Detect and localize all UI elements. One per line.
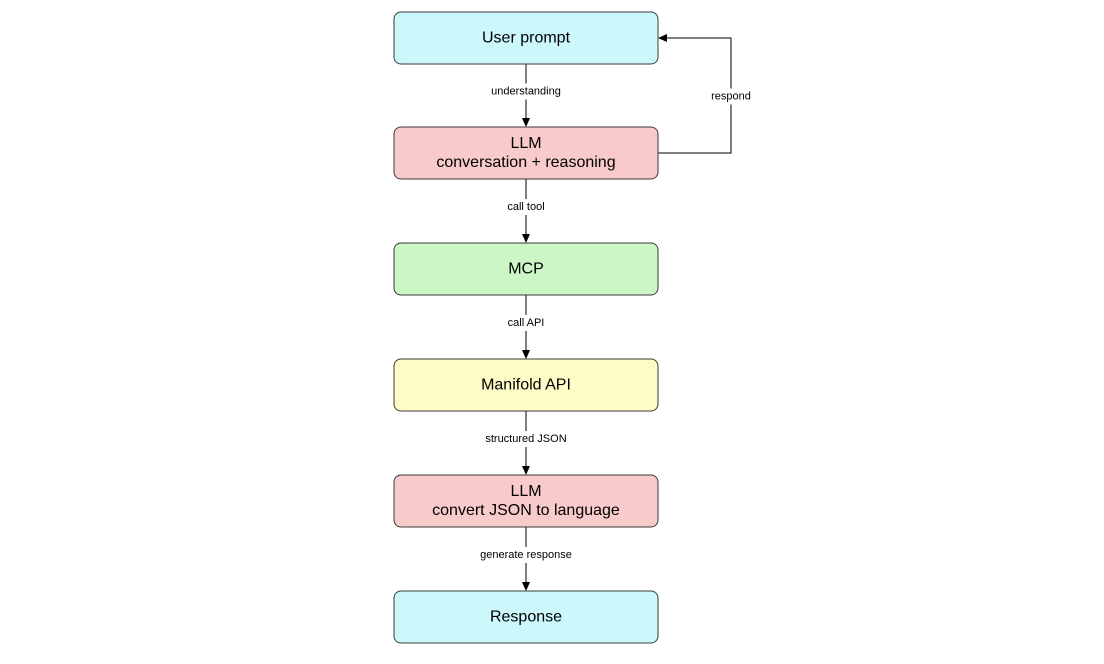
node-box-mcp [393, 242, 659, 296]
edge-llm-reasoning-to-mcp: call tool [495, 179, 557, 243]
arrowhead [522, 350, 530, 359]
node-label-llm-convert-0: LLM [510, 483, 541, 500]
node-label-llm-reasoning-1: conversation + reasoning [436, 154, 615, 171]
node-label-llm-convert-1: convert JSON to language [432, 502, 620, 519]
node-label-manifold-api-0: Manifold API [481, 377, 571, 394]
edge-label-bg [705, 88, 757, 105]
edge-manifold-api-to-llm-convert: structured JSON [477, 411, 575, 475]
edge-label-understanding: understanding [491, 86, 561, 98]
edge-label-generate-response: generate response [480, 549, 572, 561]
node-box-llm-reasoning [393, 126, 659, 180]
node-label-user-prompt-0: User prompt [482, 30, 571, 47]
node-label-mcp-0: MCP [508, 261, 544, 278]
node-label-llm-reasoning-0: LLM [510, 135, 541, 152]
node-box-response [393, 590, 659, 644]
node-response: Response [393, 590, 659, 644]
edge-label-call-tool: call tool [507, 201, 544, 213]
edge-label-bg [477, 431, 575, 447]
edge-mcp-to-manifold-api: call API [498, 295, 554, 359]
edges-layer: understanding call tool call API structured… [471, 34, 757, 591]
arrowhead [522, 582, 530, 591]
edge-user-prompt-to-llm-reasoning: understanding [483, 64, 569, 127]
edge-label-bg [498, 315, 554, 331]
edge-label-structured-JSON: structured JSON [485, 433, 566, 445]
arrowhead [522, 118, 530, 127]
edge-label-bg [483, 83, 569, 100]
node-box-llm-convert [393, 474, 659, 528]
edge-label-bg [471, 547, 581, 563]
node-llm-reasoning: LLM conversation + reasoning [393, 126, 659, 180]
node-box-user-prompt [393, 11, 659, 65]
node-box-manifold-api [393, 358, 659, 412]
edge-llm-convert-to-response: generate response [471, 527, 581, 591]
edge-label-bg [495, 199, 557, 215]
node-user-prompt: User prompt [393, 11, 659, 65]
node-manifold-api: Manifold API [393, 358, 659, 412]
arrowhead [522, 466, 530, 475]
arrowhead [658, 34, 667, 42]
edge-label-respond: respond [711, 91, 751, 103]
edge-llm-reasoning-to-user-prompt: respond [658, 34, 757, 154]
edge-label-call-API: call API [508, 317, 545, 329]
node-label-response-0: Response [490, 609, 562, 626]
arrowhead [522, 234, 530, 243]
node-llm-convert: LLM convert JSON to language [393, 474, 659, 528]
node-mcp: MCP [393, 242, 659, 296]
